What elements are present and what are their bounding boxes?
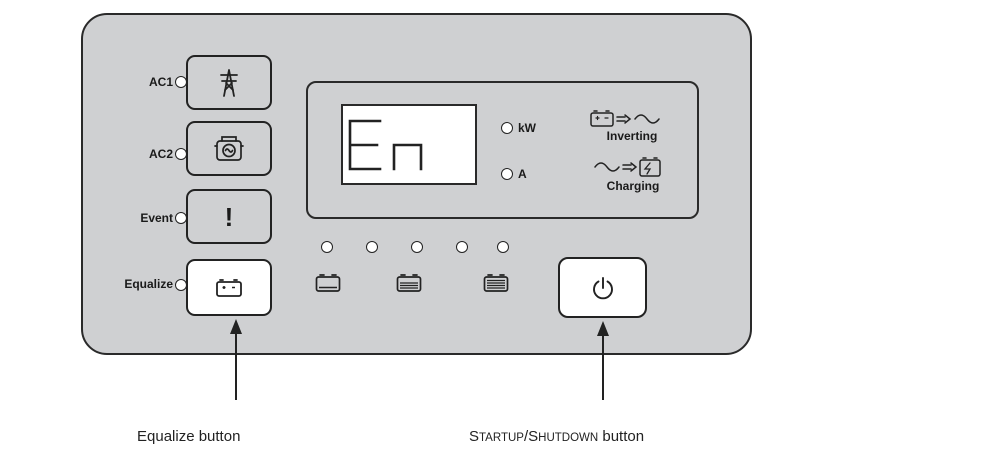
ac1-label: AC1 [148, 75, 173, 89]
amps-led [501, 168, 513, 180]
power-icon [592, 276, 613, 299]
equalize-caption: Equalize button [137, 428, 241, 445]
equalize-callout-arrow [230, 319, 242, 400]
battery-low-icon [315, 274, 341, 292]
equalize-button[interactable] [186, 259, 272, 316]
battery-level-led-1 [321, 241, 333, 253]
amps-label: A [518, 167, 527, 181]
charging-label: Charging [606, 179, 660, 193]
lcd-display [341, 104, 477, 185]
startup-callout-arrow [597, 321, 609, 400]
ac1-button[interactable] [186, 55, 272, 110]
exclamation-icon: ! [224, 201, 234, 232]
ac2-button[interactable] [186, 121, 272, 176]
lcd-readout [348, 119, 423, 171]
battery-level-led-2 [366, 241, 378, 253]
battery-level-led-3 [411, 241, 423, 253]
shutdown-rest: HUTDOWN [538, 432, 599, 444]
battery-level-led-5 [497, 241, 509, 253]
caption-slash: / [523, 428, 529, 445]
transmission-tower-icon [220, 68, 238, 97]
battery-level-led-4 [456, 241, 468, 253]
event-label: Event [140, 211, 173, 225]
equalize-label: Equalize [124, 277, 173, 291]
kw-label: kW [518, 121, 536, 135]
startup-cap: S [469, 428, 480, 445]
ac2-label: AC2 [148, 147, 173, 161]
startup-shutdown-caption: STARTUP/SHUTDOWN button [469, 428, 644, 445]
battery-mid-icon [396, 274, 422, 292]
battery-full-icon [483, 274, 509, 292]
kw-led [501, 122, 513, 134]
charging-icon [594, 157, 661, 177]
generator-icon [214, 135, 244, 161]
shutdown-cap: S [528, 428, 539, 445]
startup-rest: TARTUP [479, 432, 524, 444]
caption-suffix: button [598, 428, 645, 445]
event-button[interactable]: ! [186, 189, 272, 244]
battery-icon [216, 278, 242, 297]
inverting-icon [590, 110, 660, 127]
startup-shutdown-button[interactable] [558, 257, 647, 318]
inverting-label: Inverting [606, 129, 658, 143]
